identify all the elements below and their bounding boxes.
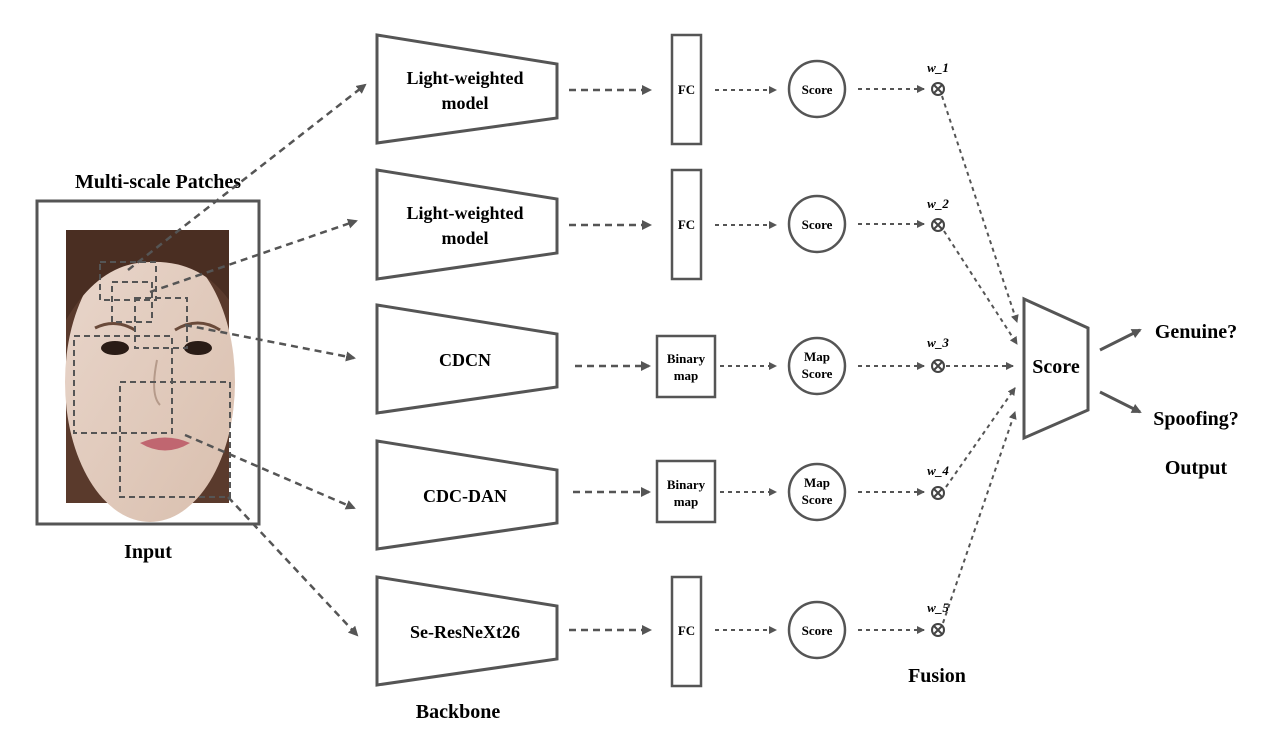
output-genuine: Genuine? [1155, 321, 1237, 343]
patch-boxes [73, 261, 231, 498]
score-label-2: Score [802, 217, 833, 232]
score-label-4-line-2: Score [802, 492, 833, 507]
score-label-3-line-1: Map [804, 349, 830, 364]
patch-arrows [127, 83, 367, 637]
multiply-icon [931, 359, 945, 373]
output-spoofing: Spoofing? [1153, 408, 1239, 430]
backbone-blocks [375, 33, 559, 687]
backbone-label-1-line-2: model [442, 93, 489, 113]
backbone-label-3: CDCN [439, 350, 491, 370]
backbone-label-2-line-2: model [442, 228, 489, 248]
multiply-icon [931, 82, 945, 96]
backbone-caption: Backbone [416, 701, 501, 723]
head-label-4-line-1: Binary [667, 477, 706, 492]
output-caption: Output [1165, 457, 1228, 479]
fusion-caption: Fusion [908, 665, 966, 687]
head-to-score-arrows [715, 86, 777, 634]
weight-label-3: w_3 [927, 335, 949, 350]
backbone-label-1-line-1: Light-weighted [407, 68, 524, 88]
head-label-3-line-2: map [674, 368, 699, 383]
head-label-3-line-1: Binary [667, 351, 706, 366]
backbone-label-5: Se-ResNeXt26 [410, 622, 520, 642]
score-label-1: Score [802, 82, 833, 97]
score-label-4-line-1: Map [804, 475, 830, 490]
multi-scale-patches-title: Multi-scale Patches [75, 171, 241, 193]
output-arrows [1099, 328, 1142, 414]
fusion-score-label: Score [1032, 356, 1080, 378]
weight-to-fusion-arrows [941, 95, 1019, 624]
score-to-weight-arrows [858, 85, 925, 634]
backbone-label-4: CDC-DAN [423, 486, 507, 506]
weight-label-2: w_2 [927, 196, 949, 211]
score-label-3-line-2: Score [802, 366, 833, 381]
weight-label-1: w_1 [927, 60, 949, 75]
multiply-icon [931, 486, 945, 500]
weight-label-4: w_4 [927, 463, 949, 478]
fusion-score-block [1022, 296, 1090, 441]
multiply-icons [931, 82, 945, 637]
score-circles [787, 59, 847, 660]
face-photo [65, 230, 235, 522]
head-label-2: FC [678, 217, 695, 232]
head-label-1: FC [678, 82, 695, 97]
backbone-label-2-line-1: Light-weighted [407, 203, 524, 223]
multiply-icon [931, 623, 945, 637]
head-label-5: FC [678, 623, 695, 638]
head-label-4-line-2: map [674, 494, 699, 509]
head-blocks [655, 33, 717, 688]
weight-label-5: w_5 [927, 600, 949, 615]
input-frame [35, 199, 261, 526]
score-label-5: Score [802, 623, 833, 638]
multiply-icon [931, 218, 945, 232]
backbone-to-head-arrows [569, 85, 652, 635]
input-label: Input [124, 541, 172, 563]
